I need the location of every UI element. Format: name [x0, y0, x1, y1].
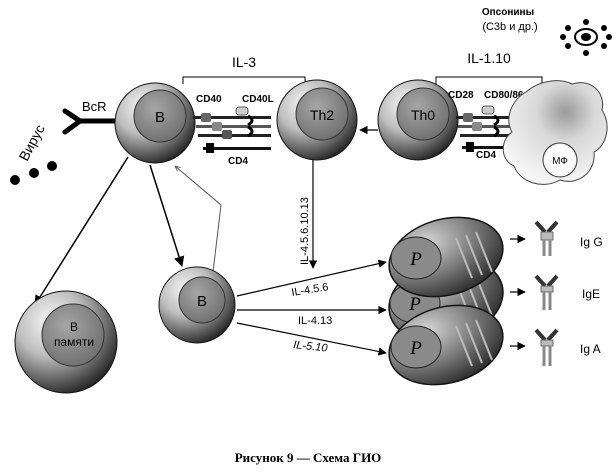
- macrophage-cell: МФ: [502, 80, 608, 185]
- plasma-top-label: P: [409, 249, 422, 270]
- il-bottom-label: IL-5.10: [293, 339, 329, 355]
- iga-antibody-icon: [534, 328, 559, 366]
- memory-b-label-line1: B: [70, 320, 78, 334]
- cd40l-label: CD40L: [242, 94, 274, 105]
- th2-cell: Th2: [276, 79, 358, 161]
- iga-label: Ig A: [580, 342, 601, 356]
- cd4-right-label: CD4: [476, 150, 496, 161]
- il110-label: IL-1.10: [467, 50, 511, 66]
- th0-macrophage-receptor-bars: [456, 105, 526, 152]
- plasma-cell-top: P: [388, 216, 504, 298]
- plasma-cell-bottom: P: [388, 304, 504, 386]
- igg-label: Ig G: [580, 235, 603, 249]
- cd40-label: CD40: [196, 94, 222, 105]
- bcr-receptor-icon: [62, 108, 117, 135]
- opsonins-subtitle: (С3b и др.): [482, 21, 537, 33]
- cd80-86-label: CD80/86: [484, 90, 524, 101]
- il3-bracket: [182, 76, 306, 84]
- b-th2-receptor-bars: [193, 106, 271, 153]
- ige-antibody-icon: [534, 274, 559, 310]
- cd28-label: CD28: [448, 90, 474, 101]
- il-vertical-label: IL-4.5.6.10.13: [299, 197, 311, 265]
- th2-cell-label: Th2: [310, 107, 334, 123]
- memory-b-label-line2: памяти: [54, 335, 94, 349]
- cd4-left-label: CD4: [228, 156, 248, 167]
- il-top-label: IL-4.5.6: [291, 281, 330, 299]
- plasma-bottom-label: P: [409, 338, 422, 359]
- b-cell-main: B: [114, 82, 196, 164]
- arrow-feedback: [175, 166, 222, 273]
- opsonins-title: Опсонины: [482, 7, 534, 18]
- bcr-label: BcR: [82, 99, 107, 114]
- plasma-middle-label: P: [408, 294, 421, 315]
- th0-cell: Th0: [377, 79, 459, 161]
- arrow-b-to-small-b: [149, 164, 185, 268]
- virus-label: Вирус: [16, 122, 48, 164]
- virus-particles: [10, 161, 57, 185]
- b-cell-small-label: B: [197, 293, 207, 310]
- figure-caption: Рисунок 9 — Схема ГИО: [235, 450, 382, 465]
- b-cell-small: B: [158, 266, 236, 344]
- il-middle-label: IL-4.13: [298, 315, 332, 327]
- ige-label: IgE: [582, 287, 600, 301]
- il3-label: IL-3: [232, 54, 256, 70]
- igg-antibody-icon: [534, 220, 559, 256]
- il110-bracket: [435, 76, 543, 84]
- memory-b-cell: B памяти: [14, 290, 118, 394]
- arrow-b-to-memory: [34, 156, 129, 306]
- arrow-to-plasma-top: [236, 259, 387, 297]
- arrow-to-plasma-bottom: [236, 322, 387, 356]
- opsonin-icon: [560, 19, 612, 56]
- macrophage-label: МФ: [552, 156, 568, 167]
- th0-cell-label: Th0: [411, 107, 435, 123]
- b-cell-main-label: B: [155, 109, 165, 126]
